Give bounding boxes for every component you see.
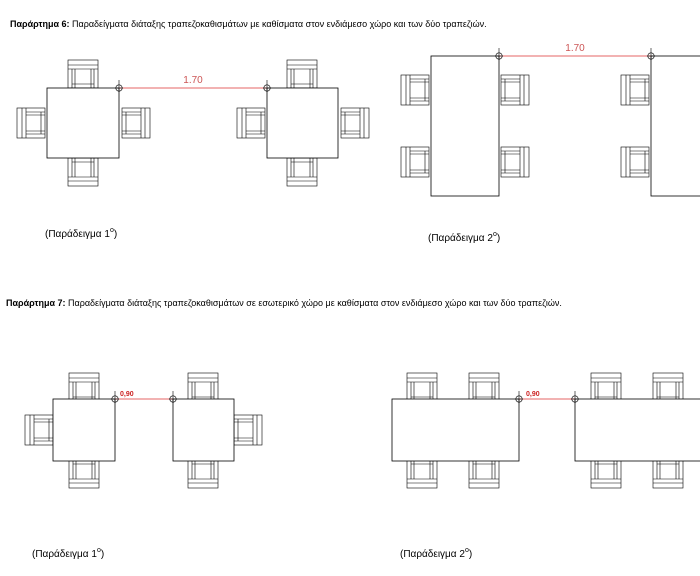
caption-close: ): [100, 549, 105, 560]
caption-text: (Παράδειγμα 1: [32, 549, 97, 560]
table: [650, 55, 700, 197]
chair: [234, 415, 262, 445]
appendix-6-heading: Παράρτημα 6: Παραδείγματα διάταξης τραπε…: [10, 18, 690, 31]
table: [46, 87, 120, 159]
caption-degree: ο: [109, 227, 114, 234]
chair: [17, 108, 45, 138]
chair: [407, 460, 437, 488]
table: [266, 87, 339, 159]
appendix-7-example-1-caption: (Παράδειγμα 1ο): [32, 545, 104, 561]
caption-text: (Παράδειγμα 1: [45, 229, 110, 240]
chair: [67, 59, 99, 89]
caption-close: ): [468, 549, 473, 560]
dimension-label: 0,90: [526, 391, 540, 398]
appendix-7-heading: Παράρτημα 7: Παραδείγματα διάταξης τραπε…: [6, 297, 606, 310]
chair: [652, 372, 684, 402]
chair: [68, 158, 98, 186]
chair: [287, 158, 317, 186]
chair: [621, 75, 649, 105]
chair: [468, 372, 500, 402]
table: [574, 398, 700, 462]
appendix-6-example-1: 1.70: [17, 59, 369, 186]
chair: [653, 460, 683, 488]
appendix-7-label: Παράρτημα 7:: [6, 298, 66, 308]
chair: [501, 75, 529, 105]
chair: [401, 75, 429, 105]
chair: [25, 415, 53, 445]
appendix-6-example-2: 1.70: [401, 43, 700, 197]
caption-text: (Παράδειγμα 2: [400, 549, 465, 560]
appendix-7-example-2: 0,90: [391, 372, 700, 488]
caption-text: (Παράδειγμα 2: [428, 233, 493, 244]
dimension-label: 0,90: [120, 391, 134, 398]
chair: [122, 108, 150, 138]
dimension-label: 1.70: [183, 75, 203, 86]
caption-close: ): [113, 229, 118, 240]
chair: [286, 59, 318, 89]
appendix-6-example-1-caption: (Παράδειγμα 1ο): [45, 225, 117, 241]
dimension-label: 1.70: [565, 43, 585, 54]
table: [52, 398, 116, 462]
chair: [69, 460, 99, 488]
chair: [406, 372, 438, 402]
caption-degree: ο: [464, 547, 469, 554]
chair: [188, 460, 218, 488]
appendix-7-text: Παραδείγματα διάταξης τραπεζοκαθισμάτων …: [65, 298, 562, 308]
table: [391, 398, 520, 462]
chair: [590, 372, 622, 402]
chair: [501, 147, 529, 177]
chair: [469, 460, 499, 488]
appendix-7-example-1: 0,90: [25, 372, 262, 488]
caption-close: ): [496, 233, 501, 244]
caption-degree: ο: [96, 547, 101, 554]
caption-degree: ο: [492, 231, 497, 238]
chair: [591, 460, 621, 488]
appendix-6-text: Παραδείγματα διάταξης τραπεζοκαθισμάτων …: [69, 19, 487, 29]
appendix-7-example-2-caption: (Παράδειγμα 2ο): [400, 545, 472, 561]
chair: [237, 108, 265, 138]
table: [430, 55, 500, 197]
appendix-6-example-2-caption: (Παράδειγμα 2ο): [428, 229, 500, 245]
chair: [401, 147, 429, 177]
appendix-6-label: Παράρτημα 6:: [10, 19, 70, 29]
chair: [341, 108, 369, 138]
chair: [68, 372, 100, 402]
chair: [187, 372, 219, 402]
table: [172, 398, 235, 462]
chair: [621, 147, 649, 177]
